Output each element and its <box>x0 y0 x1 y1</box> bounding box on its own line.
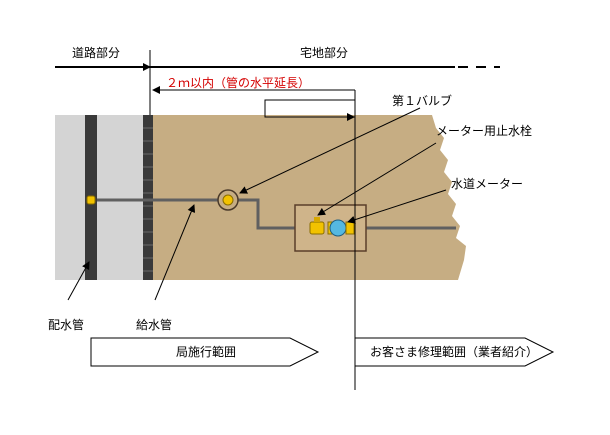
water-meter-icon <box>327 219 355 237</box>
meter-stop-valve-label: メーター用止水栓 <box>436 124 533 138</box>
water-meter-label: 水道メーター <box>451 177 524 191</box>
service-pipe-leader <box>154 204 196 301</box>
service-pipe-label: 給水管 <box>136 318 173 332</box>
road-area <box>55 115 150 280</box>
first-valve-icon <box>217 189 239 211</box>
meter-stop-valve-icon <box>309 217 325 235</box>
distribution-pipe-leader <box>67 261 90 301</box>
two-meter-arrowhead <box>152 86 160 94</box>
stop-valve-leader <box>317 142 437 216</box>
bureau-scope-label: 局施行範囲 <box>176 345 237 359</box>
customer-scope-label: お客さま修理範囲（業者紹介） <box>370 345 539 359</box>
residential-part-label: 宅地部分 <box>300 46 349 60</box>
two-meter-bracket <box>264 90 356 118</box>
residential-land <box>150 115 466 280</box>
first-valve-label: 第１バルブ <box>392 94 453 108</box>
bureau-scope-shape <box>90 337 320 367</box>
wall-segments <box>143 127 153 272</box>
two-meter-label: ２ｍ以内（管の水平延長） <box>166 76 311 90</box>
customer-scope-shape <box>354 337 555 367</box>
road-part-label: 道路部分 <box>72 46 121 60</box>
main-tap-valve-icon <box>86 195 96 205</box>
distribution-pipe-label: 配水管 <box>48 318 85 332</box>
meter-leader <box>347 189 447 224</box>
two-meter-bracket-arrowhead <box>347 113 355 121</box>
boundary-wall <box>143 115 153 280</box>
first-valve-leader <box>239 107 421 194</box>
